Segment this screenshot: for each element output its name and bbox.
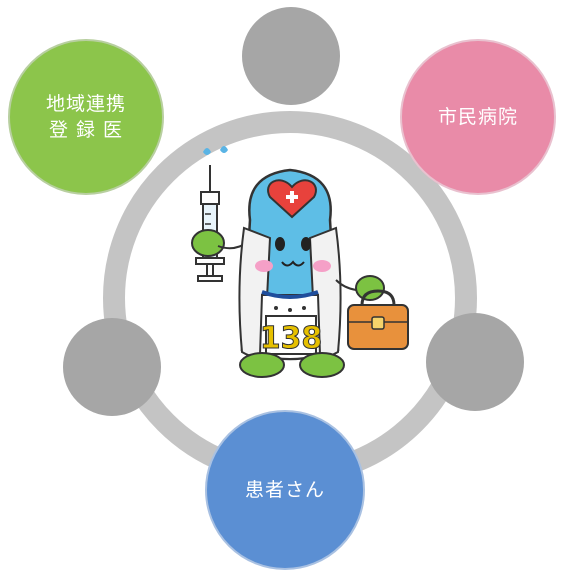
node-city-hospital-label: 市民病院 [437,106,518,128]
mascot-left-hand [191,229,225,257]
medical-bag-icon [347,289,409,350]
connector-node-left [63,318,161,416]
node-patient: 患者さん [205,410,365,570]
mascot-right-hand [355,275,385,301]
node-city-hospital: 市民病院 [400,39,556,195]
syringe-icon [195,146,228,282]
nurse-mascot-icon: 138 [191,146,409,378]
connector-node-top [242,7,340,105]
node-patient-label: 患者さん [244,479,325,501]
node-registered-doctor: 地域連携 登 録 医 [8,39,164,195]
node-registered-doctor-label: 地域連携 登 録 医 [45,93,126,141]
mascot-number: 138 [260,321,323,356]
connector-node-right [426,313,524,411]
